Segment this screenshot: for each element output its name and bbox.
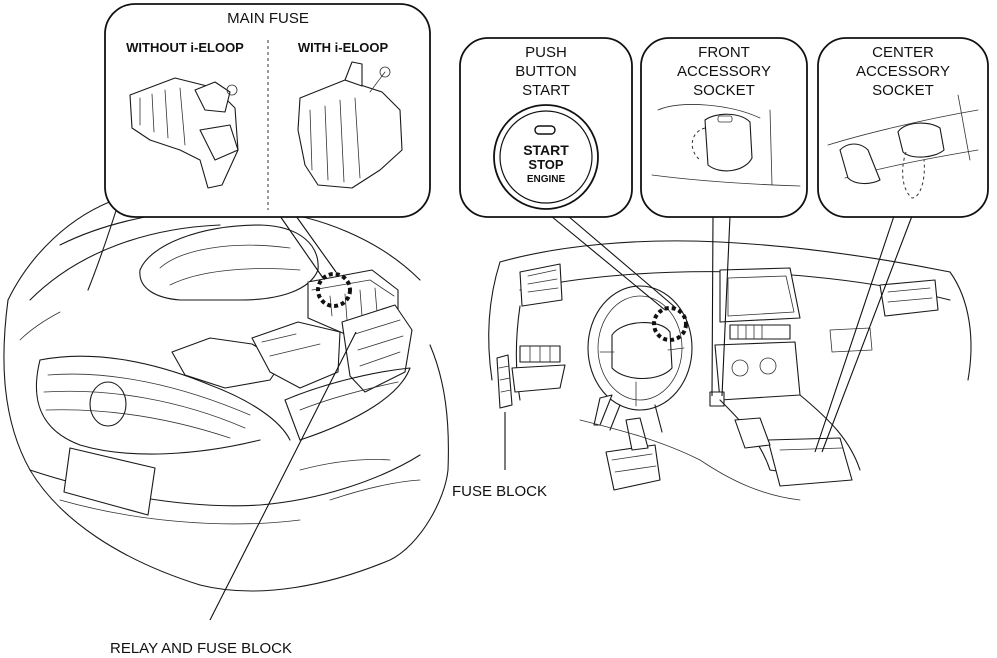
center-socket-title-line3: SOCKET <box>872 82 934 99</box>
center-accessory-socket-callout: CENTER ACCESSORY SOCKET <box>817 37 989 218</box>
center-socket-title-line2: ACCESSORY <box>856 63 950 80</box>
push-button-start-callout: PUSH BUTTON START START STOP ENGINE <box>459 37 633 218</box>
without-ieloop-label: WITHOUT i-ELOOP <box>126 40 244 55</box>
car-front-illustration <box>3 197 449 592</box>
center-socket-title-line1: CENTER <box>872 44 934 61</box>
button-text-engine: ENGINE <box>527 174 566 185</box>
center-socket-leader <box>814 215 895 453</box>
main-fuse-callout: MAIN FUSE WITHOUT i-ELOOP WITH i-ELOOP <box>104 3 431 218</box>
button-text-start: START <box>523 142 569 158</box>
front-socket-title-line1: FRONT <box>698 44 750 61</box>
front-socket-leader <box>711 215 714 397</box>
start-stop-engine-button: START STOP ENGINE <box>493 104 599 210</box>
dashboard-illustration <box>488 240 972 501</box>
main-fuse-target-circle <box>316 272 352 308</box>
relay-and-fuse-block-label: RELAY AND FUSE BLOCK <box>110 640 292 657</box>
button-text-stop: STOP <box>528 157 563 172</box>
fuse-block-label: FUSE BLOCK <box>452 483 547 500</box>
push-button-start-title-line3: START <box>522 82 570 99</box>
indicator-light-icon <box>534 125 556 135</box>
main-fuse-without-ieloop <box>129 77 239 189</box>
center-accessory-socket-illustration <box>827 94 979 199</box>
front-accessory-socket-callout: FRONT ACCESSORY SOCKET <box>640 37 808 218</box>
push-start-target-circle <box>652 306 688 342</box>
relay-fuse-block-leader <box>209 331 357 621</box>
front-accessory-socket-illustration <box>651 104 801 187</box>
front-socket-title-line3: SOCKET <box>693 82 755 99</box>
main-fuse-title: MAIN FUSE <box>227 10 309 27</box>
push-button-start-title-line1: PUSH <box>525 44 567 61</box>
with-ieloop-label: WITH i-ELOOP <box>298 40 389 55</box>
main-fuse-with-ieloop <box>297 61 403 189</box>
push-button-start-title-line2: BUTTON <box>515 63 576 80</box>
leader-lines <box>209 215 913 621</box>
front-socket-title-line2: ACCESSORY <box>677 63 771 80</box>
